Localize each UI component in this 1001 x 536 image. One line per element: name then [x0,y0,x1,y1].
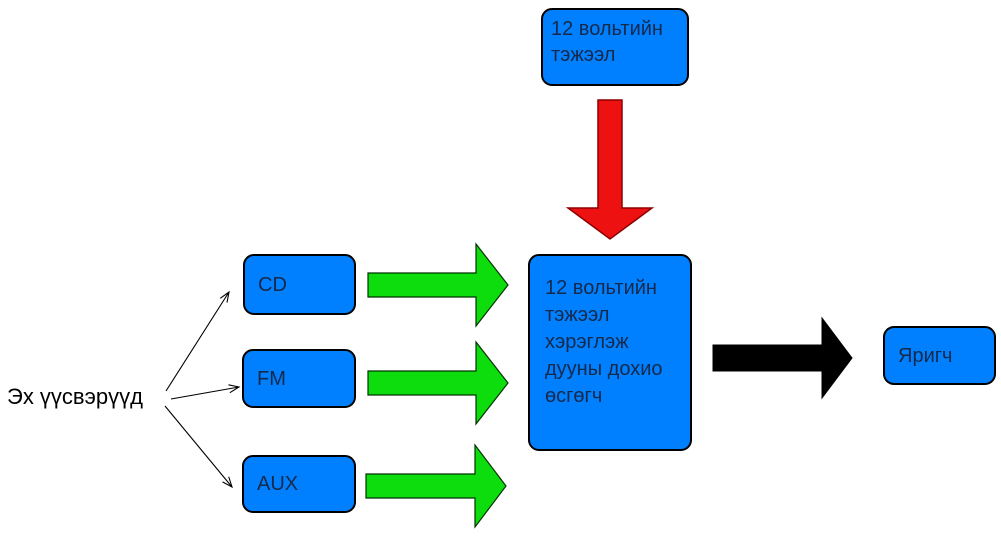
thin-arrow-sources-to-fm [170,384,241,400]
power-supply-box: 12 вольтийн тэжээл [541,8,689,86]
green-arrow-cd-to-amplifier [367,242,509,328]
fm-source-label: FM [257,367,286,390]
speaker-label: Яригч [898,344,953,367]
black-arrow-amplifier-to-speaker [712,316,853,400]
aux-source-label: AUX [257,473,299,495]
red-arrow-power-to-amplifier [565,99,655,240]
green-arrow-aux-to-amplifier [365,443,507,529]
speaker-box: Яригч [883,326,996,385]
sources-label: Эх үүсвэрүүд [7,384,143,409]
amplifier-label: 12 вольтийн тэжээл хэрэглэж дууны дохио … [545,277,663,407]
aux-source-box: AUX [242,455,356,513]
power-supply-label: 12 вольтийн тэжээл [551,18,663,66]
thin-arrow-sources-to-cd [165,290,230,392]
fm-source-box: FM [242,349,356,408]
cd-source-label: CD [258,273,287,296]
thin-arrow-sources-to-aux [164,405,233,489]
cd-source-box: CD [243,254,356,315]
amplifier-box: 12 вольтийн тэжээл хэрэглэж дууны дохио … [528,254,692,451]
green-arrow-fm-to-amplifier [367,340,509,426]
